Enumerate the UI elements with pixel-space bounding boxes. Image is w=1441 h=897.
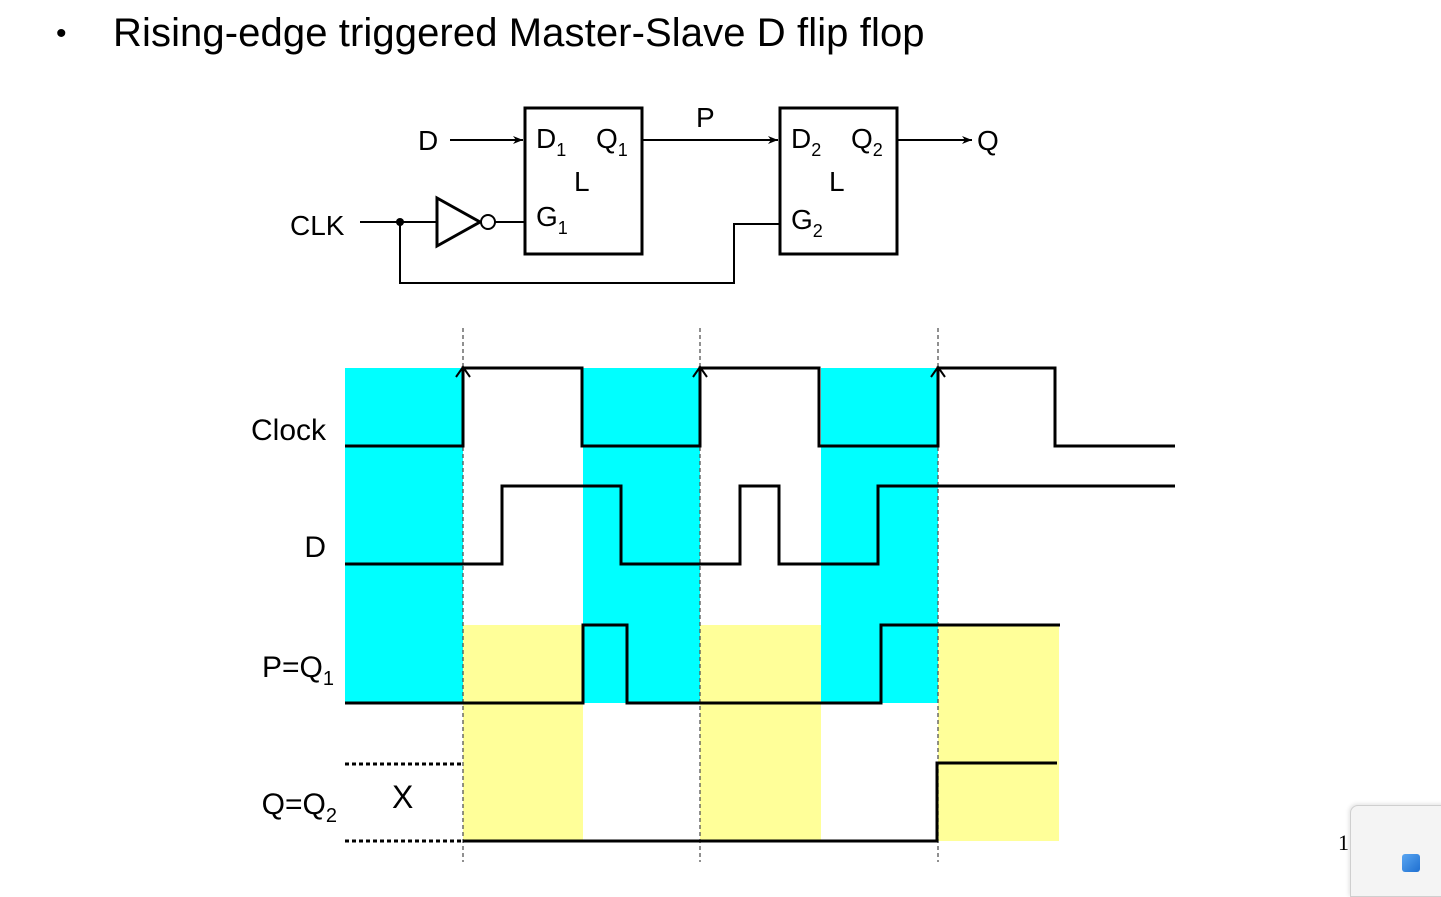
latch2-g-pin: G2: [791, 204, 823, 241]
wire-p-label: P: [696, 102, 715, 133]
slave-transparent-regions: [463, 625, 1059, 841]
input-clk-label: CLK: [290, 210, 345, 241]
inverter-bubble: [480, 214, 496, 230]
bullet-point: •: [56, 17, 67, 50]
master-slave-diagram: D P Q CLK D1 Q1 L G1 D2 Q2 L G2: [251, 102, 1175, 862]
latch2-d-pin: D2: [791, 123, 821, 160]
corner-popup-widget[interactable]: [1350, 805, 1441, 897]
slide-title: Rising-edge triggered Master-Slave D fli…: [113, 11, 925, 55]
clock-signal-label: Clock: [251, 414, 327, 447]
page-number: 1: [1338, 830, 1349, 855]
latch1-d-pin: D1: [536, 123, 566, 160]
clock-waveform: [345, 366, 1175, 448]
q-signal-label: Q=Q2: [262, 788, 337, 827]
cyan-region: [583, 368, 700, 703]
q-row-gap: [821, 703, 938, 841]
circuit-schematic: D P Q CLK D1 Q1 L G1 D2 Q2 L G2: [290, 102, 999, 284]
yellow-region: [463, 625, 583, 841]
yellow-region: [700, 625, 821, 841]
latch2-q-pin: Q2: [851, 123, 883, 160]
inverter-icon: [435, 195, 484, 249]
latch1-g-pin: G1: [536, 201, 568, 238]
latch1-type: L: [574, 166, 590, 197]
p-signal-label: P=Q1: [262, 651, 334, 690]
timing-diagram: X Clock D P=Q1 Q=Q2: [251, 328, 1175, 862]
yellow-region: [938, 625, 1059, 841]
master-latch-box: [523, 106, 644, 256]
p-waveform: [345, 623, 1060, 705]
master-transparent-regions: [345, 368, 938, 703]
rising-edge-arrow: [455, 365, 471, 378]
latch2-type: L: [829, 166, 845, 197]
rising-edge-arrow: [930, 365, 946, 378]
d-waveform: [345, 484, 1175, 566]
q-unknown-label: X: [392, 779, 413, 815]
input-d-label: D: [418, 125, 438, 156]
app-icon[interactable]: [1402, 854, 1420, 872]
output-q-label: Q: [977, 125, 999, 156]
d-signal-label: D: [304, 531, 326, 564]
slave-latch-box: [778, 106, 899, 256]
q-row-gap: [583, 703, 700, 841]
rising-edge-arrow: [692, 365, 708, 378]
latch1-q-pin: Q1: [596, 123, 628, 160]
q-waveform: [463, 761, 1057, 843]
clk-feedback-wire: [399, 222, 780, 284]
cyan-region: [345, 368, 463, 703]
